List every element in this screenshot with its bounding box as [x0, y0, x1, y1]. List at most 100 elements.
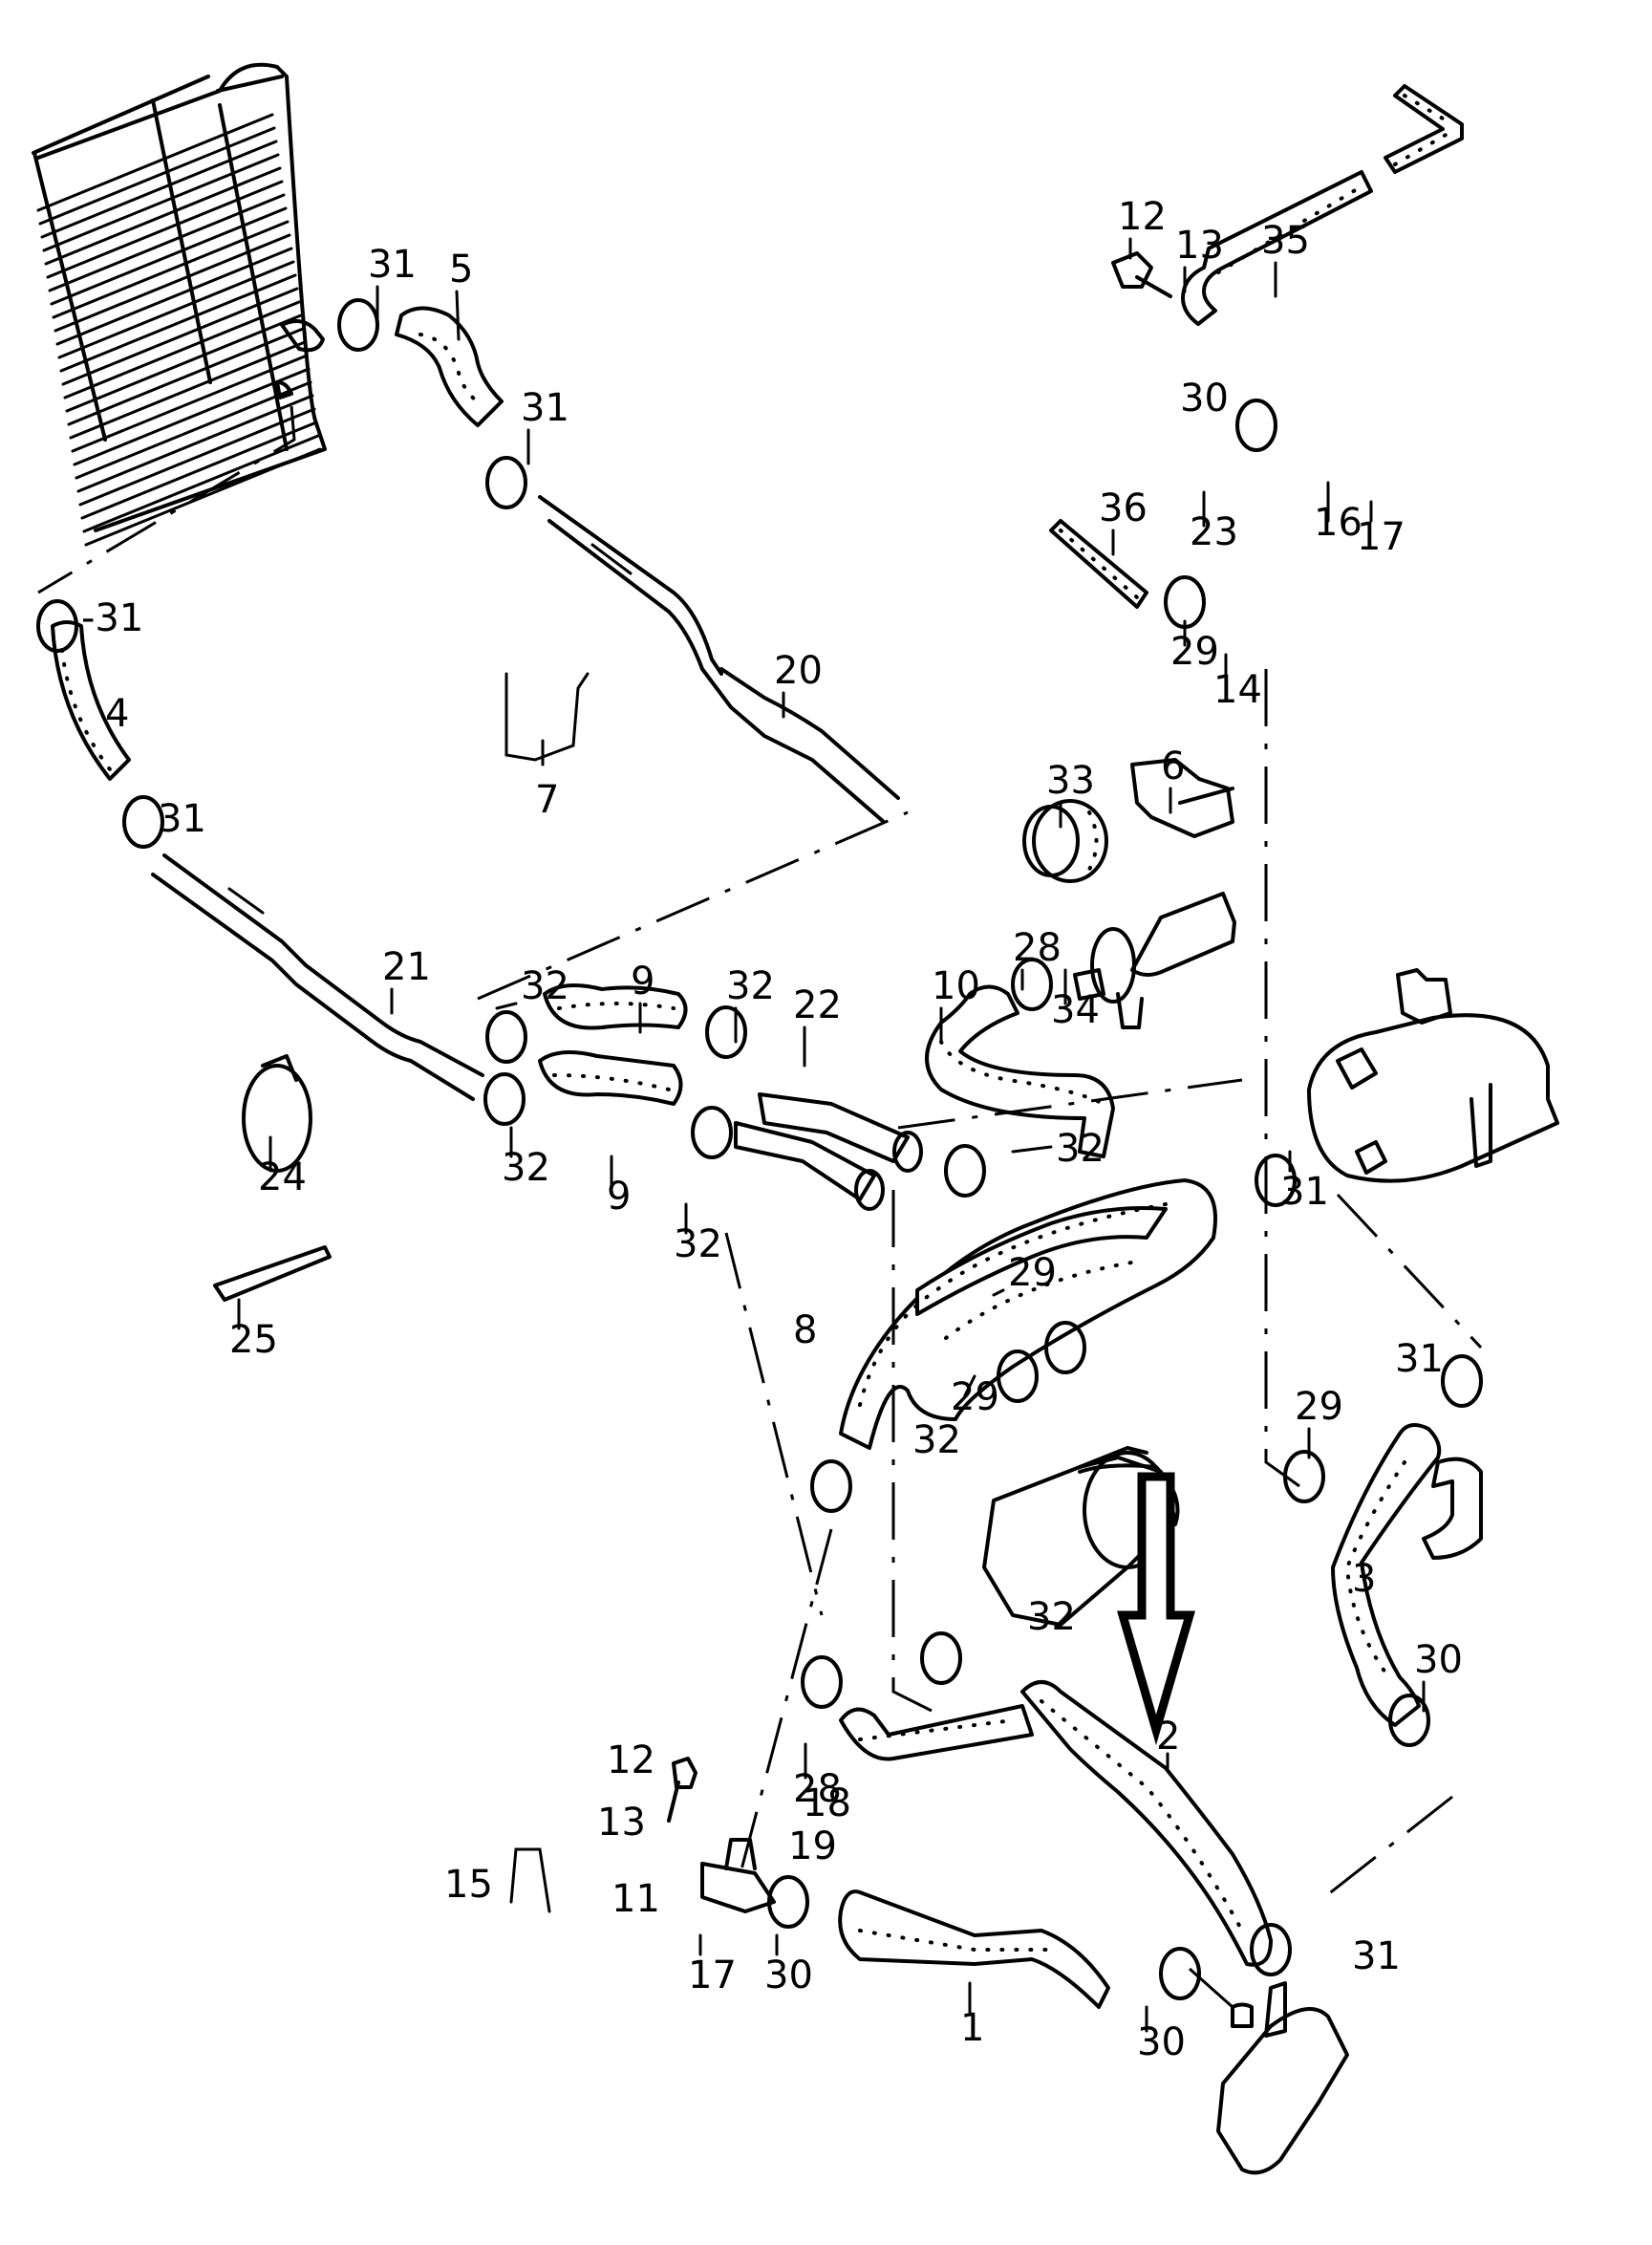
radiator-fin: [63, 300, 301, 399]
radiator-fin: [54, 233, 291, 333]
pipe-22: [734, 1092, 923, 1211]
callout-25: 25: [229, 1318, 278, 1362]
radiator-fin: [48, 193, 286, 292]
hose-clamp-icon: [1441, 1354, 1483, 1408]
radiator-fin: [80, 421, 318, 520]
radiator-fin: [71, 354, 309, 453]
leader-line: [495, 1002, 518, 1010]
radiator-fin: [69, 340, 307, 440]
radiator-fin: [57, 260, 295, 359]
hose-9-lower: [538, 1050, 683, 1106]
hose-clamp-icon: [920, 1631, 962, 1685]
callout-1: 1: [960, 2006, 984, 2050]
callout-17: 17: [1357, 515, 1405, 559]
bracket-6: [1130, 758, 1234, 838]
callout-12: 12: [1118, 195, 1167, 239]
radiator-fin: [84, 447, 322, 547]
radiator-fin: [42, 153, 280, 252]
hose-clamp-icon: [810, 1459, 852, 1513]
hose-clamp-icon: [36, 599, 78, 653]
pipe-21: [151, 853, 484, 1101]
callout-31: 31: [1352, 1934, 1401, 1978]
callout-30: 30: [764, 1954, 813, 1997]
pipe-20: [538, 495, 900, 824]
callout-36: 36: [1099, 486, 1148, 530]
leader-line: [455, 290, 461, 341]
hose-1: [838, 1889, 1110, 2009]
leader-line: [1011, 1145, 1053, 1154]
hose-3: [1331, 1423, 1483, 1727]
hose-clamp-icon: [1044, 1321, 1086, 1374]
hose-clamp-icon: [1235, 399, 1277, 452]
radiator-fin: [38, 126, 276, 226]
hose-35: [1181, 84, 1464, 326]
hose-clamp-icon: [1250, 1923, 1292, 1976]
cable-tie-25: [213, 1245, 332, 1302]
callout-13: 13: [1175, 224, 1224, 268]
callout-34: 34: [1051, 988, 1100, 1032]
callout-17: 17: [688, 1954, 737, 1997]
radiator-fin: [76, 394, 314, 493]
hose-clamp-icon: [122, 795, 164, 849]
radiator-fin: [82, 434, 320, 533]
hose-clamps: [36, 298, 1483, 2000]
radiator-fin: [61, 287, 299, 386]
hose-clamp-icon: [485, 456, 527, 509]
radiator-fin: [52, 220, 290, 319]
hose-clamp-icon: [1283, 1450, 1325, 1503]
callout-30: 30: [1137, 2020, 1186, 2064]
radiator-fin: [46, 180, 284, 279]
callout-32: 32: [1027, 1595, 1076, 1639]
hose-clamp-icon: [485, 1010, 527, 1064]
electric-pump-34: [1073, 892, 1236, 1029]
callout-29: 29: [1295, 1385, 1343, 1429]
callout-5: 5: [449, 248, 473, 291]
clamp-24: [242, 1054, 312, 1173]
hose-8: [839, 1178, 1217, 1450]
hose-36: [1049, 519, 1148, 609]
callout-31: 31: [1395, 1337, 1444, 1381]
radiator-fin: [65, 313, 303, 413]
leader-line: [992, 1288, 1005, 1297]
callout-21: 21: [382, 945, 431, 989]
callout-29: 29: [951, 1375, 999, 1419]
leader-line: [963, 1374, 976, 1397]
callout-32: 32: [912, 1418, 961, 1462]
bolt-12-lower: [667, 1757, 697, 1823]
radiator-fin: [36, 113, 274, 212]
callout-31: 31: [158, 797, 206, 841]
callout-31: 31: [521, 386, 569, 430]
callout-29: 29: [1170, 630, 1219, 674]
callout-14: 14: [1213, 668, 1262, 712]
radiator: [32, 62, 327, 594]
callout-6: 6: [1161, 745, 1185, 788]
callout-22: 22: [793, 983, 842, 1027]
hose-clamp-icon: [1159, 1947, 1201, 2000]
radiator-fin: [73, 367, 311, 466]
callout-29: 29: [1008, 1251, 1057, 1295]
callout-2: 2: [1156, 1715, 1180, 1759]
hose-clamp-icon: [1388, 1694, 1430, 1747]
callout-32: 32: [674, 1222, 722, 1266]
alignment-lines: [477, 669, 1483, 2009]
callout-24: 24: [258, 1155, 307, 1199]
callout-11: 11: [611, 1877, 660, 1921]
bolt-12-upper: [1111, 251, 1172, 298]
callout-31: 31: [1280, 1170, 1329, 1214]
callout-9: 9: [631, 960, 654, 1004]
hose-clamp-icon: [1255, 1154, 1297, 1207]
callout-31: -31: [81, 596, 143, 640]
callout-15: 15: [444, 1863, 493, 1907]
callout-12: 12: [607, 1738, 655, 1782]
radiator-fin: [40, 140, 278, 239]
hose-clamp-icon: [705, 1005, 747, 1059]
callout-28: 28: [793, 1767, 842, 1811]
radiator-fin: [78, 407, 316, 507]
hose-clamp-icon: [483, 1072, 526, 1126]
callout-23: 23: [1190, 510, 1238, 554]
callout-33: 33: [1046, 759, 1095, 803]
callout-32: 32: [1056, 1127, 1105, 1171]
clip-7: [504, 672, 590, 762]
callout-30: 30: [1180, 377, 1229, 421]
